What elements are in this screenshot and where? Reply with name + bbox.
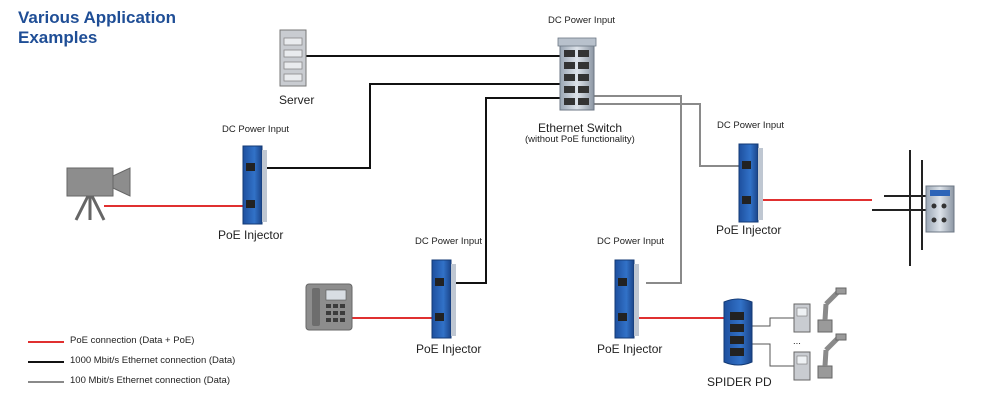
legend-label-fast: 100 Mbit/s Ethernet connection (Data) <box>70 375 231 386</box>
fast-links <box>594 95 739 284</box>
industrial-device-icon <box>872 150 955 266</box>
spider-pd-label: SPIDER PD <box>707 375 772 389</box>
title-line-2: Examples <box>18 28 98 47</box>
switch-name-label: Ethernet Switch <box>538 121 623 135</box>
switch-note-label: (without PoE functionality) <box>525 134 635 145</box>
ip-phone-icon <box>305 283 353 331</box>
diagram-title: Various Application Examples <box>18 8 238 48</box>
legend-swatch-poe <box>28 341 64 343</box>
camera-icon <box>66 167 131 221</box>
legend-label-gigabit: 1000 Mbit/s Ethernet connection (Data) <box>70 355 236 366</box>
terminal-1-icon <box>793 303 811 333</box>
injector-4-dc-power-label: DC Power Input <box>717 120 785 131</box>
server-label: Server <box>279 93 315 107</box>
poe-injector-2-icon <box>431 259 456 339</box>
link-injector2-switch <box>444 97 560 284</box>
title-line-1: Various Application <box>18 8 177 27</box>
link-injector1-switch <box>262 83 560 169</box>
injector-2-label: PoE Injector <box>416 342 482 356</box>
terminal-2-icon <box>793 351 811 381</box>
injector-2-dc-power-label: DC Power Input <box>415 236 483 247</box>
injector-1-label: PoE Injector <box>218 228 284 242</box>
poe-injector-4-icon <box>738 143 763 223</box>
spider-pd-icon <box>723 298 753 366</box>
poe-links <box>104 199 872 319</box>
robot-arm-2-icon <box>817 333 847 379</box>
injector-1-dc-power-label: DC Power Input <box>222 124 290 135</box>
ethernet-switch-icon <box>557 37 597 111</box>
legend-swatch-gigabit <box>28 361 64 363</box>
link-injector4-switch <box>594 103 739 167</box>
poe-injector-3-icon <box>614 259 639 339</box>
injector-3-label: PoE Injector <box>597 342 663 356</box>
poe-injector-1-icon <box>242 145 267 225</box>
ellipsis-label: ... <box>793 336 801 347</box>
gigabit-links <box>262 55 560 284</box>
switch-dc-power-label: DC Power Input <box>548 15 616 26</box>
legend-swatch-fast <box>28 381 64 383</box>
injector-3-dc-power-label: DC Power Input <box>597 236 665 247</box>
link-injector3-switch <box>594 95 682 284</box>
server-icon <box>279 29 307 87</box>
legend-label-poe: PoE connection (Data + PoE) <box>70 335 195 346</box>
injector-4-label: PoE Injector <box>716 223 782 237</box>
spider-links <box>752 317 796 367</box>
robot-arm-1-icon <box>817 287 847 333</box>
